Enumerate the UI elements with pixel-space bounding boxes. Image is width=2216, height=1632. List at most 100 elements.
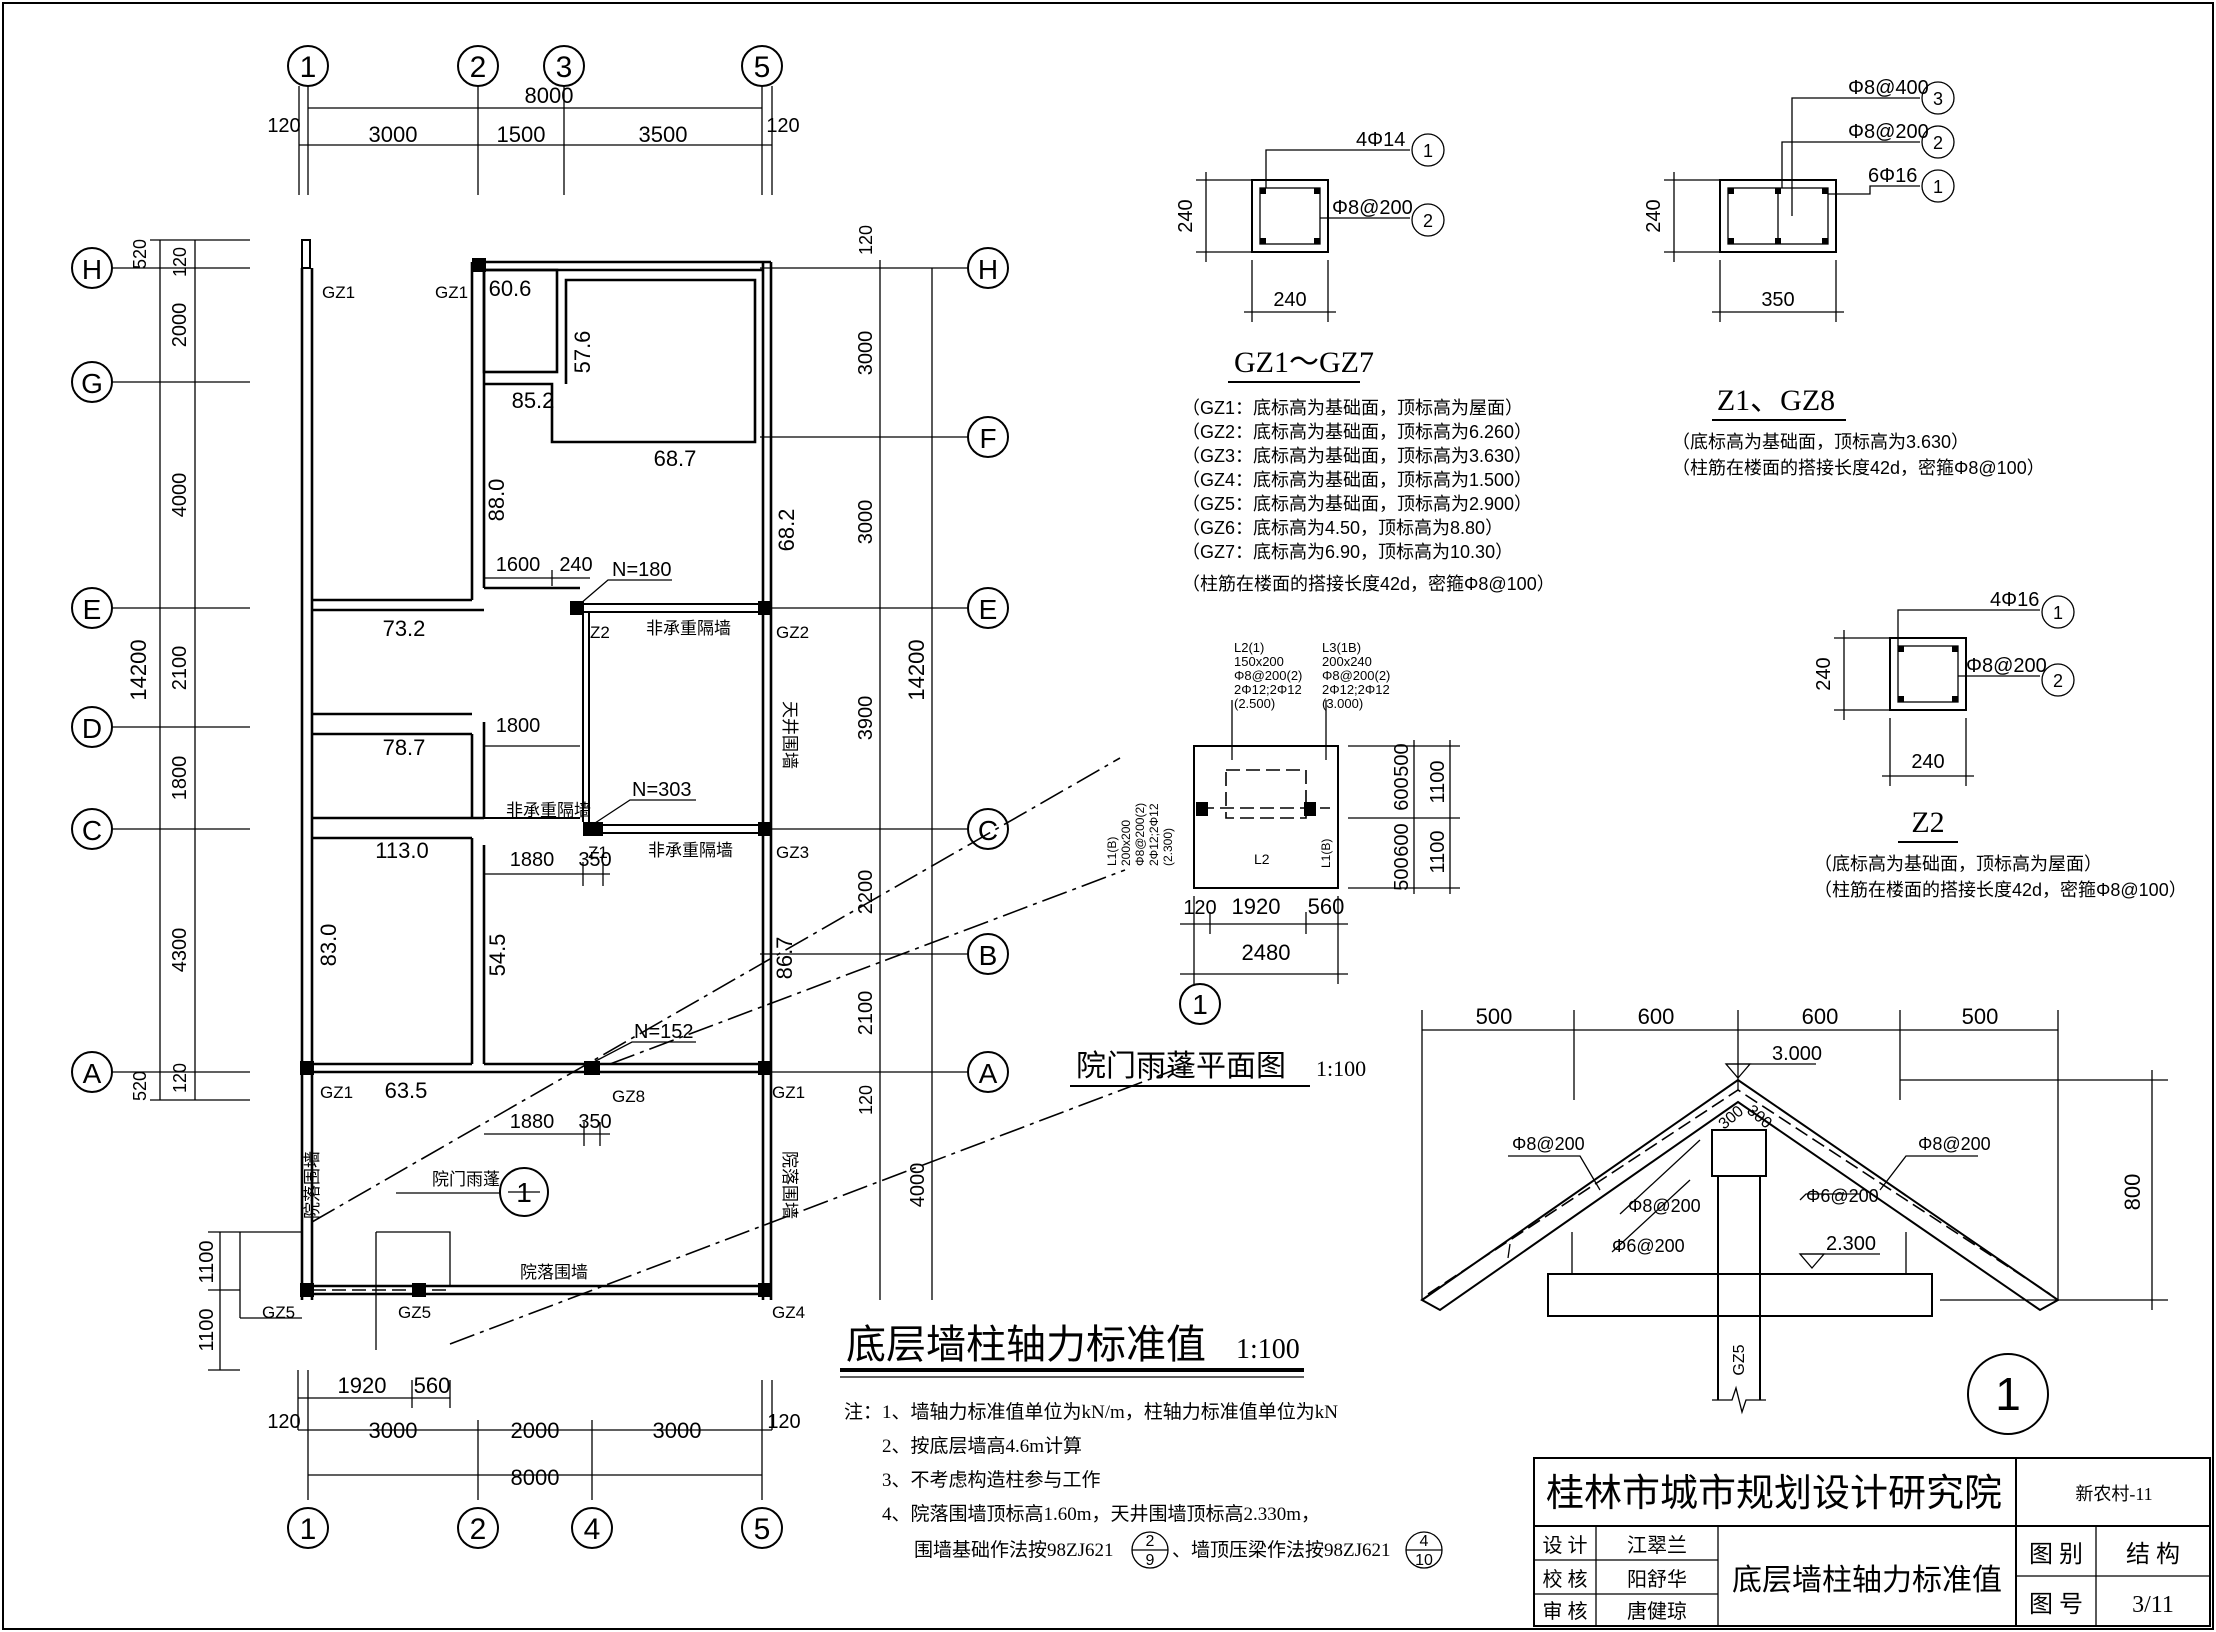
z2-note: （柱筋在楼面的搭接长度42d，密箍Φ8@100） bbox=[1814, 880, 2187, 900]
canopy-dim-right-outer: 1100 bbox=[1427, 760, 1449, 803]
svg-text:4: 4 bbox=[1420, 1533, 1429, 1550]
partition-wall-label: 非承重隔墙 bbox=[646, 619, 731, 638]
courtyard-wall-label: 院落围墙 bbox=[303, 1151, 322, 1219]
beam-l2-label: L2 bbox=[1254, 851, 1270, 867]
z1-dim-w: 350 bbox=[1761, 289, 1794, 311]
patio-wall-label: 天井围墙 bbox=[780, 701, 799, 769]
z1-section-title: Z1、GZ8 bbox=[1717, 384, 1835, 417]
dim-left-seg: 520 bbox=[130, 239, 150, 269]
dim-top-seg: 120 bbox=[766, 115, 799, 137]
dim-right-seg: 3000 bbox=[855, 500, 877, 545]
svg-text:E: E bbox=[83, 594, 102, 625]
beam-l3-text: (3.000) bbox=[1322, 696, 1363, 711]
svg-text:C: C bbox=[978, 815, 998, 846]
z2-section: 240 240 4Φ16 1 Φ8@200 2 Z2 （底标高为基础面，顶标高为… bbox=[1813, 589, 2187, 900]
main-title: 底层墙柱轴力标准值 bbox=[846, 1322, 1206, 1367]
svg-text:A: A bbox=[979, 1058, 998, 1089]
gz-dim-w: 240 bbox=[1273, 289, 1306, 311]
axis-bubble-top-3: 3 bbox=[543, 45, 585, 87]
wall-value: 63.5 bbox=[385, 1078, 428, 1103]
svg-text:2: 2 bbox=[1423, 211, 1433, 231]
svg-text:C: C bbox=[82, 815, 102, 846]
role-label: 审 核 bbox=[1543, 1600, 1588, 1623]
axis-bubble-left-E: E bbox=[71, 587, 113, 629]
dim-left-seg: 2000 bbox=[169, 303, 191, 348]
svg-text:3: 3 bbox=[1933, 89, 1943, 109]
svg-text:G: G bbox=[81, 368, 103, 399]
dim-right-seg: 2200 bbox=[855, 870, 877, 915]
roof-elev-beam: 2.300 bbox=[1826, 1233, 1876, 1255]
column-label: GZ1 bbox=[772, 1083, 805, 1102]
roof-rebar-label: Φ8@200 bbox=[1628, 1196, 1701, 1216]
z2-dim-h: 240 bbox=[1813, 657, 1835, 690]
roof-rebar-label: Φ6@200 bbox=[1612, 1236, 1685, 1256]
svg-text:F: F bbox=[979, 423, 996, 454]
canopy-ref: 1 bbox=[1192, 989, 1208, 1020]
z1-note: （底标高为基础面，顶标高为3.630） bbox=[1672, 432, 1969, 452]
dim-bottom-seg: 3000 bbox=[653, 1418, 702, 1443]
role-label: 校 核 bbox=[1543, 1568, 1588, 1591]
dim-right-total: 14200 bbox=[904, 639, 929, 700]
z2-section-title: Z2 bbox=[1911, 806, 1944, 839]
z1-rebar-3: Φ8@400 bbox=[1848, 77, 1929, 99]
wall-value: 78.7 bbox=[383, 735, 426, 760]
axis-bubble-left-A: A bbox=[71, 1051, 113, 1093]
inner-dim: 1600 bbox=[496, 554, 541, 576]
wall-value: 54.5 bbox=[485, 934, 510, 977]
beam-l3-text: 200x240 bbox=[1322, 654, 1372, 669]
dim-top-seg: 1500 bbox=[497, 122, 546, 147]
beam-l1-text: 200x200 bbox=[1119, 820, 1133, 866]
beam-l1-text: L1(B) bbox=[1105, 837, 1119, 866]
svg-text:E: E bbox=[979, 594, 998, 625]
wall-value: 113.0 bbox=[375, 838, 428, 863]
dim-left-seg: 4300 bbox=[169, 928, 191, 973]
canopy-dim-bottom: 120 bbox=[1183, 897, 1216, 919]
beam-l1-text: Φ8@200(2) bbox=[1133, 803, 1147, 866]
note-line: 4、院落围墙顶标高1.60m，天井围墙顶标高2.330m， bbox=[882, 1503, 1320, 1525]
courtyard-wall-label: 院落围墙 bbox=[780, 1151, 799, 1219]
gz-note: （GZ7：底标高为6.90，顶标高为10.30） bbox=[1182, 542, 1513, 562]
column-label: GZ5 bbox=[262, 1303, 295, 1322]
dim-right-seg: 120 bbox=[856, 225, 876, 255]
role-label: 设 计 bbox=[1543, 1534, 1588, 1557]
top-axis-bubbles: 1 2 3 5 bbox=[287, 45, 783, 87]
gz-rebar-2: Φ8@200 bbox=[1332, 197, 1413, 219]
column-label: GZ1 bbox=[322, 283, 355, 302]
gz-note: （GZ2：底标高为基础面，顶标高为6.260） bbox=[1182, 422, 1532, 442]
person-name: 唐健琼 bbox=[1627, 1600, 1687, 1623]
column-label: GZ8 bbox=[612, 1087, 645, 1106]
column-label: GZ5 bbox=[398, 1303, 431, 1322]
gz-note: （GZ5：底标高为基础面，顶标高为2.900） bbox=[1182, 494, 1532, 514]
gz-rebar-1: 4Φ14 bbox=[1356, 129, 1405, 151]
roof-dim-top: 600 bbox=[1802, 1004, 1839, 1029]
canopy-dim-right: 600 bbox=[1391, 823, 1413, 856]
canopy-title: 院门雨蓬平面图 bbox=[1076, 1050, 1286, 1083]
axis-bubble-bottom-1: 1 bbox=[287, 1507, 329, 1549]
beam-l2-text: 2Φ12;2Φ12 bbox=[1234, 682, 1302, 697]
svg-text:9: 9 bbox=[1146, 1552, 1155, 1569]
axis-bubble-top-2: 2 bbox=[457, 45, 499, 87]
beam-l3-text: 2Φ12;2Φ12 bbox=[1322, 682, 1390, 697]
svg-text:1: 1 bbox=[2053, 603, 2063, 623]
svg-text:2: 2 bbox=[1146, 1533, 1155, 1550]
gz-note: （GZ3：底标高为基础面，顶标高为3.630） bbox=[1182, 446, 1532, 466]
right-dimensions: 120 3000 3000 3900 2200 2100 120 4000 14… bbox=[760, 225, 968, 1300]
inner-dim: 1880 bbox=[510, 849, 555, 871]
svg-text:5: 5 bbox=[754, 1513, 771, 1546]
dim-left-seg: 120 bbox=[170, 247, 190, 277]
wall-force-values: 60.6 57.6 85.2 68.7 88.0 68.2 73.2 78.7 … bbox=[316, 276, 799, 1103]
dim-right-seg: 120 bbox=[856, 1085, 876, 1115]
title-block: 桂林市城市规划设计研究院 新农村-11 设 计 校 核 审 核 江翠兰 阳舒华 … bbox=[1533, 1457, 2211, 1627]
detail-ref-bubble: 1 bbox=[396, 1167, 549, 1217]
dim-right-seg: 3000 bbox=[855, 331, 877, 376]
axis-bubble-top-1: 1 bbox=[287, 45, 329, 87]
svg-text:B: B bbox=[979, 940, 998, 971]
wall-value: 73.2 bbox=[383, 616, 426, 641]
plan-walls bbox=[239, 239, 773, 1350]
gz-section-title: GZ1～GZ7 bbox=[1234, 346, 1374, 379]
wall-value: 60.6 bbox=[489, 276, 532, 301]
wall-value: 86.7 bbox=[772, 937, 797, 980]
beam-l2-text: 150x200 bbox=[1234, 654, 1284, 669]
category-label: 图 别 bbox=[2029, 1541, 2083, 1568]
axis-bubble-bottom-2: 2 bbox=[457, 1507, 499, 1549]
